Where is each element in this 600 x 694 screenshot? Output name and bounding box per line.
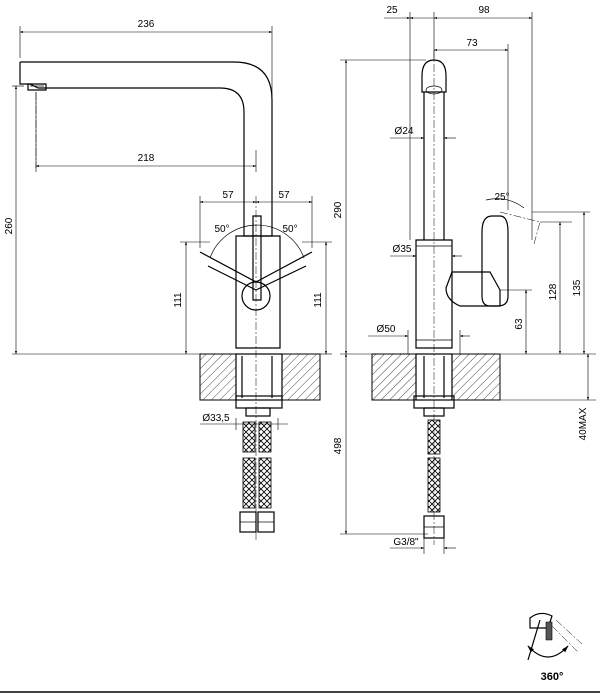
- dim-side-lever-h-high: 135: [572, 279, 583, 296]
- dim-side-lever-angle: 25°: [494, 192, 509, 203]
- dim-side-thread: G3/8": [393, 537, 419, 548]
- front-lever: [252, 215, 262, 301]
- side-deck-left: [371, 353, 417, 401]
- side-deck-right: [451, 353, 501, 401]
- rotation-icon: 360°: [527, 612, 583, 683]
- side-hose: [427, 419, 441, 455]
- dim-side-deck-thickness: 40MAX: [578, 407, 589, 440]
- side-view: 25 98 73 290 Ø24 Ø35 Ø50 25° 63: [333, 5, 596, 554]
- dim-side-lever-h-mid: 128: [548, 283, 559, 300]
- dim-side-body-dia: Ø35: [393, 244, 412, 255]
- dim-side-spout-offset: 73: [466, 38, 478, 49]
- front-lever-ghost-right: [255, 251, 313, 283]
- dim-front-body-height-right: 111: [313, 292, 324, 308]
- dim-side-top-depth: 98: [478, 5, 490, 16]
- dim-front-spout-reach-inner: 218: [138, 153, 155, 164]
- dim-side-base-dia: Ø50: [377, 324, 396, 335]
- dim-front-lever-left: 57: [222, 190, 234, 201]
- dim-front-shank-dia: Ø33,5: [202, 413, 230, 424]
- dim-side-height-total: 290: [333, 201, 344, 218]
- dim-side-lever-h-low: 63: [514, 318, 525, 330]
- front-shank: [241, 356, 273, 398]
- front-hose-right: [258, 421, 272, 453]
- side-lever-handle: [481, 215, 509, 307]
- front-lever-ghost-left: [199, 251, 257, 283]
- dim-front-angle-right: 50°: [282, 224, 297, 235]
- dim-side-spout-dia: Ø24: [395, 126, 414, 137]
- front-deck-left: [199, 353, 237, 401]
- front-aerator-nozzle: [27, 83, 47, 91]
- dim-front-angle-left: 50°: [214, 224, 229, 235]
- side-spout-tube: [423, 92, 445, 240]
- side-spout-cap: [421, 59, 447, 93]
- front-deck-right: [281, 353, 321, 401]
- dim-front-body-height-left: 111: [173, 292, 184, 308]
- rotation-label: 360°: [541, 671, 564, 683]
- front-body: [235, 235, 281, 349]
- side-lever-arm: [445, 271, 501, 307]
- dim-side-hose-length: 498: [333, 437, 344, 454]
- front-hose-left: [242, 421, 256, 453]
- front-spout-outline: [20, 61, 273, 237]
- front-nut: [235, 395, 283, 409]
- dim-front-height-total: 260: [4, 217, 15, 234]
- dim-side-top-offset: 25: [386, 5, 398, 16]
- front-view: 236 218 260 57 57 50° 50° 111 111: [4, 19, 332, 540]
- dim-front-spout-reach: 236: [138, 19, 155, 30]
- side-body: [415, 239, 453, 349]
- dim-front-lever-right: 57: [278, 190, 290, 201]
